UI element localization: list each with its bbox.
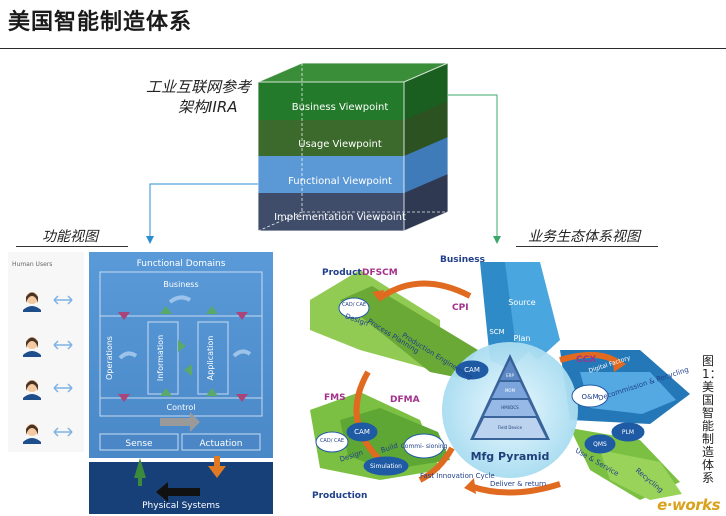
cad-cae-bottom-label: CAD/ CAE bbox=[320, 438, 344, 444]
scm-label: SCM bbox=[489, 328, 504, 336]
pyramid-mom: MOM bbox=[505, 388, 516, 393]
functional-view: Human Users bbox=[8, 252, 273, 514]
commissioning-label: Commi- sioning bbox=[401, 443, 448, 450]
simulation-top-label: Simulation bbox=[394, 368, 427, 386]
mfg-pyramid-title: Mfg Pyramid bbox=[471, 450, 550, 463]
actuation-down-arrow-icon bbox=[208, 456, 226, 478]
iira-layer-functional: Functional Viewpoint bbox=[288, 176, 392, 187]
simulation-bottom-label: Simulation bbox=[370, 463, 402, 470]
ecosystem-ovals bbox=[315, 297, 645, 476]
fast-innovation-label: Fast Innovation Cycle bbox=[420, 472, 495, 480]
fms-label: FMS bbox=[324, 393, 346, 403]
cad-cae-top-label: CAD/ CAE bbox=[342, 302, 366, 308]
user-icon-3 bbox=[23, 380, 41, 400]
connector-to-functional bbox=[146, 183, 258, 244]
iira-label-line2: 架构IIRA bbox=[178, 98, 238, 116]
plm-label: PLM bbox=[622, 429, 634, 436]
om-label: O&M bbox=[581, 393, 598, 401]
connector-to-ecosystem bbox=[448, 94, 501, 244]
dfma-label: DFMA bbox=[390, 395, 420, 405]
flow-curve-arrows bbox=[353, 280, 622, 496]
physical-arrow-icon bbox=[156, 482, 200, 502]
pyramid-field: Field Device bbox=[498, 425, 523, 430]
ecosystem-view: ERP MOM HMI/DCS Field Device Mfg Pyramid bbox=[310, 255, 690, 501]
iira-layer-usage: Usage Viewpoint bbox=[298, 139, 382, 150]
iira-layer-business: Business Viewpoint bbox=[292, 102, 389, 113]
user-icon-1 bbox=[23, 292, 41, 312]
title-divider bbox=[0, 48, 726, 49]
user-icon-2 bbox=[23, 337, 41, 357]
figure-caption: 图1：美国智能制造体系 bbox=[702, 354, 722, 485]
product-label: Product bbox=[322, 268, 362, 278]
cpi-label: CPI bbox=[452, 303, 469, 313]
green-flow-arrows bbox=[160, 306, 218, 396]
red-flow-arrows bbox=[118, 312, 248, 402]
ccx-label: CCX bbox=[576, 355, 596, 365]
control-domain-label: Control bbox=[167, 403, 196, 412]
iira-layer-implementation: Implementation Viewpoint bbox=[274, 212, 406, 223]
user-icon-4 bbox=[23, 424, 41, 444]
plan-label: Plan bbox=[513, 334, 530, 343]
source-label: Source bbox=[508, 298, 536, 307]
application-domain-label: Application bbox=[206, 336, 215, 381]
bidirectional-arrow-icons bbox=[53, 295, 73, 437]
functional-view-label: 功能视图 bbox=[42, 229, 98, 245]
page-title: 美国智能制造体系 bbox=[8, 10, 193, 35]
mfg-pyramid: ERP MOM HMI/DCS Field Device bbox=[470, 354, 550, 440]
business-label: Business bbox=[440, 255, 485, 265]
actuation-label: Actuation bbox=[200, 439, 243, 449]
sense-up-arrow-icon bbox=[134, 458, 146, 486]
iira-label-line1: 工业互联网参考 bbox=[146, 78, 252, 96]
sense-label: Sense bbox=[125, 439, 153, 449]
iira-stack: Business Viewpoint Usage Viewpoint Funct… bbox=[257, 62, 449, 232]
business-domain-label: Business bbox=[163, 280, 198, 289]
functional-domains-header: Functional Domains bbox=[137, 259, 226, 269]
cam-bottom-label: CAM bbox=[354, 428, 370, 436]
dfscm-label: DFSCM bbox=[362, 268, 398, 278]
qms-label: QMS bbox=[593, 441, 607, 448]
ecosystem-view-underline bbox=[516, 246, 658, 247]
watermark-logo: e·works bbox=[657, 496, 720, 514]
functional-view-underline bbox=[16, 246, 128, 247]
user-icons bbox=[23, 292, 41, 444]
production-label: Production bbox=[312, 491, 367, 501]
domain-curve-arrows bbox=[118, 295, 252, 360]
cam-top-label: CAM bbox=[464, 366, 480, 374]
physical-systems-label: Physical Systems bbox=[142, 501, 220, 511]
operations-domain-label: Operations bbox=[105, 336, 114, 380]
information-domain-label: Information bbox=[156, 335, 165, 381]
pyramid-erp: ERP bbox=[506, 373, 514, 378]
ecosystem-view-label: 业务生态体系视图 bbox=[528, 229, 640, 245]
pyramid-hmi: HMI/DCS bbox=[501, 405, 519, 410]
control-arrow-icon bbox=[160, 412, 200, 432]
deliver-return-label: Deliver & return bbox=[490, 480, 546, 488]
human-users-label: Human Users bbox=[12, 261, 52, 268]
